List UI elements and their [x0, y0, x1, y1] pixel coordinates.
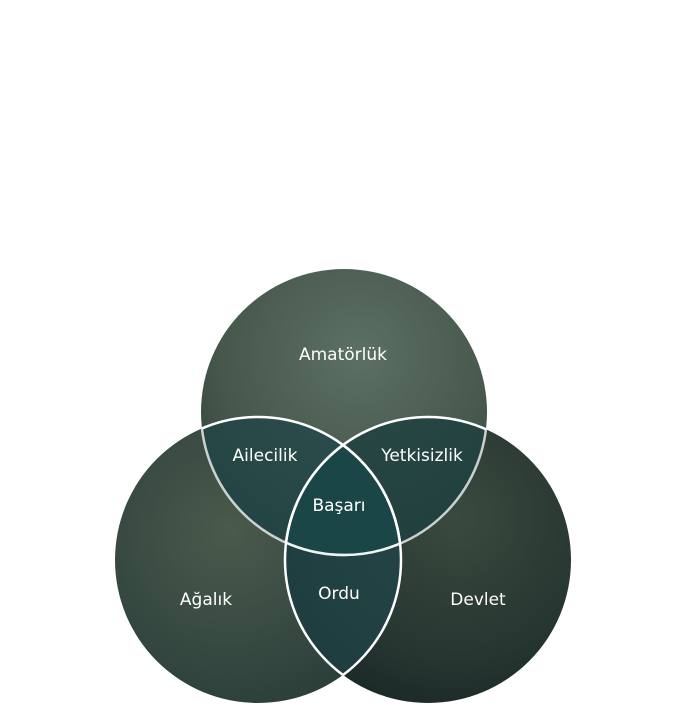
set-top-label: Amatörlük — [299, 345, 387, 365]
overlap-center-region — [285, 417, 401, 555]
left-arc-in-top — [201, 415, 403, 555]
top-arc-in-right — [285, 417, 489, 557]
intersection-center-label: Başarı — [312, 496, 365, 516]
set-left-label: Ağalık — [180, 590, 232, 610]
intersection-top-right-label: Yetkisizlik — [380, 446, 463, 466]
intersection-left-right-label: Ordu — [318, 584, 360, 604]
set-right-label: Devlet — [450, 590, 506, 610]
left-arc-in-right — [285, 417, 403, 703]
intersection-top-left-label: Ailecilik — [233, 446, 298, 466]
right-arc-in-top — [283, 415, 487, 555]
right-arc-in-left — [283, 417, 401, 703]
